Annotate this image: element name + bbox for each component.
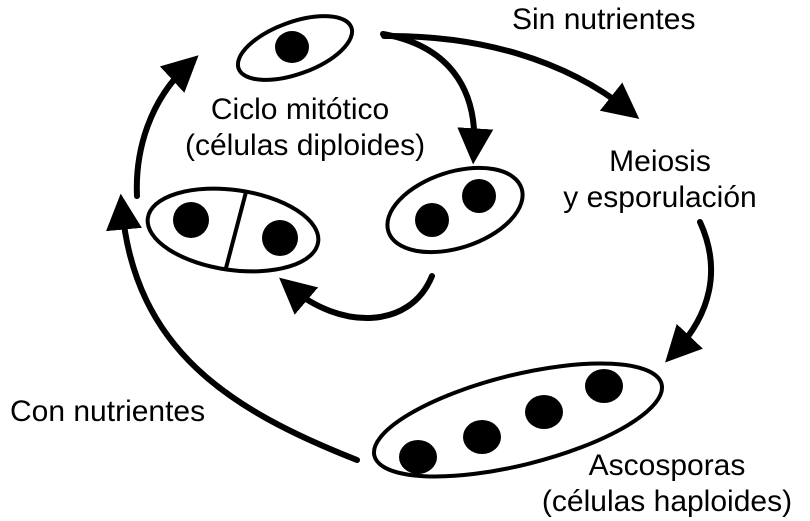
label-ascospores-line2: (células haploides) — [541, 485, 793, 518]
nucleus — [262, 220, 298, 256]
ascospore — [399, 440, 437, 474]
budding-cell — [385, 165, 525, 255]
label-meiosis-line2: y esporulación — [563, 181, 757, 214]
label-ascospores: Ascosporas (células haploides) — [532, 448, 802, 520]
ascospore — [585, 369, 623, 403]
label-meiosis: Meiosis y esporulación — [555, 144, 765, 216]
arrow-dividing-to-top — [133, 55, 199, 199]
arrow-to-meiosis — [381, 32, 640, 119]
ascospore — [525, 395, 563, 429]
nucleus — [415, 203, 449, 237]
arrow-budding-to-dividing — [279, 273, 435, 321]
ascus — [371, 361, 665, 479]
label-with-nutrients-text: Con nutrientes — [10, 395, 206, 428]
arrow-ascospores-to-mitotic — [106, 193, 360, 463]
label-ascospores-line1: Ascosporas — [588, 449, 746, 482]
label-meiosis-line1: Meiosis — [609, 145, 711, 178]
label-no-nutrients-text: Sin nutrientes — [512, 3, 696, 36]
ascospore — [463, 420, 501, 454]
arrow-meiosis-to-ascospores — [665, 219, 714, 363]
nucleus — [275, 31, 309, 63]
dividing-cell — [145, 186, 321, 274]
label-mitotic-cycle-line2: (células diploides) — [185, 129, 426, 162]
arrow-to-budding — [380, 31, 494, 165]
diploid-cell-top — [235, 14, 355, 82]
label-mitotic-cycle-line1: Ciclo mitótico — [210, 93, 390, 126]
label-with-nutrients: Con nutrientes — [10, 394, 205, 430]
label-mitotic-cycle: Ciclo mitótico (células diploides) — [185, 92, 426, 164]
label-no-nutrients: Sin nutrientes — [512, 2, 695, 38]
nucleus — [173, 202, 209, 238]
nucleus — [462, 179, 496, 213]
